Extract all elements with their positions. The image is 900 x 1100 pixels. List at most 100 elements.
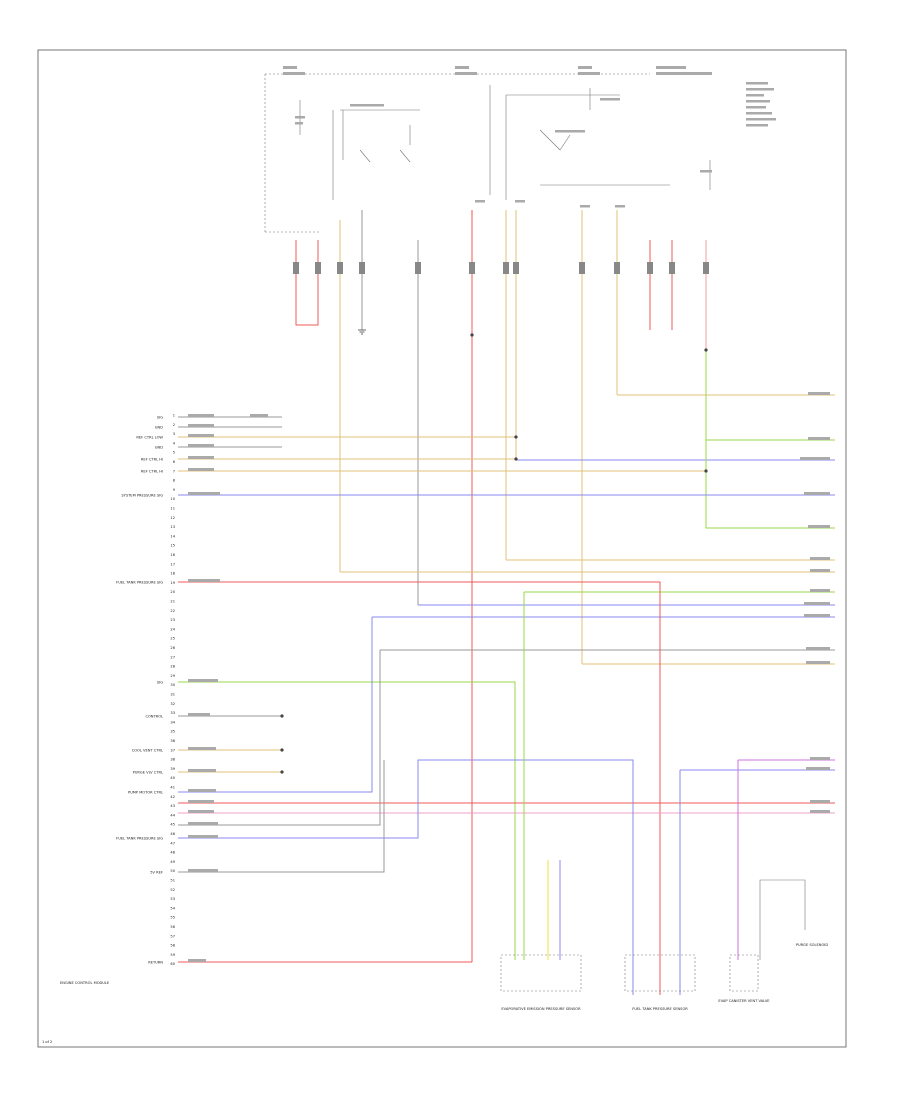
ecm-pin-number: 59 (170, 953, 175, 957)
splice-icon (280, 333, 708, 774)
ecm-pin-label: FUEL TANK PRESSURE SIG (116, 581, 163, 585)
ecm-pin-number: 7 (173, 469, 175, 473)
fuse-relay-area (299, 85, 711, 200)
ecm-pin-number: 18 (170, 572, 175, 576)
ecm-pin-label: SYSTEM PRESSURE SIG (121, 494, 163, 498)
ecm-pin-label: REF CTRL HI (141, 470, 163, 474)
right-harness-wires (340, 350, 835, 665)
ecm-pin-number: 41 (170, 786, 175, 790)
ecm-pin-number: 32 (170, 702, 175, 706)
ecm-pin-label: REF CTRL LOW (136, 436, 163, 440)
ecm-pin-number: 40 (170, 776, 175, 780)
ground-icon (358, 329, 366, 335)
ecm-pin-label: GND (155, 446, 163, 450)
ecm-note: ENGINE CONTROL MODULE (60, 981, 110, 985)
ecm-pin-number: 56 (170, 925, 175, 929)
ecm-pin-number: 14 (170, 534, 175, 538)
ecm-pin-number: 36 (170, 739, 175, 743)
ecm-pin-number: 16 (170, 553, 175, 557)
ecm-pin-label: REF CTRL HI (141, 458, 163, 462)
ecm-pin-number: 13 (170, 525, 175, 529)
ecm-pin-label: SIG (157, 681, 163, 685)
ecm-pin-number: 49 (170, 860, 175, 864)
ecm-pin-number: 34 (170, 720, 175, 724)
ecm-pin-number: 25 (170, 637, 175, 641)
ecm-pin-number: 31 (170, 693, 175, 697)
yellow-blue-wires (547, 860, 561, 960)
ecm-pin-label: CONTROL (145, 715, 163, 719)
ecm-pin-label: COOL VENT CTRL (132, 749, 163, 753)
component-label-vent-valve: EVAP CANISTER VENT VALVE (718, 999, 770, 1003)
ecm-pin-number: 38 (170, 758, 175, 762)
ecm-pin-label: SIG (157, 416, 163, 420)
ecm-pin-number: 21 (170, 600, 175, 604)
ecm-pin-label: RETURN (148, 961, 163, 965)
top-vertical-wires (295, 210, 707, 962)
ecm-pin-number: 45 (170, 823, 175, 827)
ecm-pin-number: 22 (170, 609, 175, 613)
fuse-labels (295, 98, 712, 208)
ecm-pin-number: 8 (173, 479, 176, 483)
ecm-pin-number: 37 (170, 748, 175, 752)
connector-tabs (293, 262, 709, 274)
top-power-bus (264, 73, 650, 233)
wire-color-tags (188, 414, 268, 962)
ecm-pin-number: 30 (170, 683, 175, 687)
ecm-pin-number: 20 (170, 590, 175, 594)
ecm-pin-wires (178, 416, 835, 995)
ecm-pin-number: 26 (170, 646, 175, 650)
ecm-pin-number: 24 (170, 627, 175, 631)
ecm-pin-number: 47 (170, 841, 175, 845)
component-label-tank-sensor: FUEL TANK PRESSURE SENSOR (632, 1007, 688, 1011)
top-label-blocks (283, 66, 776, 127)
ecm-pin-label: PUMP MOTOR CTRL (128, 791, 163, 795)
ecm-pin-label: FUEL TANK PRESSURE SIG (116, 837, 163, 841)
ecm-pin-number: 4 (173, 441, 176, 445)
ecm-pin-number: 53 (170, 897, 175, 901)
ecm-pin-number: 15 (170, 544, 175, 548)
ecm-pin-number: 50 (170, 869, 175, 873)
ecm-pin-label: GND (155, 426, 163, 430)
ecm-pin-number: 44 (170, 813, 175, 817)
diagram-frame (37, 49, 847, 1048)
ecm-pin-number: 57 (170, 934, 175, 938)
ecm-pin-number: 51 (170, 879, 175, 883)
ecm-pin-number: 28 (170, 665, 175, 669)
ecm-pin-number: 11 (170, 507, 175, 511)
ecm-pin-number: 6 (173, 460, 176, 464)
ecm-pin-number: 3 (173, 432, 175, 436)
page-number: 1 of 2 (42, 1040, 52, 1044)
ecm-pin-number: 54 (170, 906, 175, 910)
ecm-pin-number: 9 (173, 488, 176, 492)
ecm-pin-labels: SIG GND REF CTRL LOW GND REF CTRL HI REF CTRL… (116, 416, 163, 965)
ecm-pin-number: 1 (173, 414, 175, 418)
ecm-pin-label: PURGE VLV CTRL (133, 771, 163, 775)
right-edge-tags (800, 392, 830, 813)
ecm-pin-column: 1234567891011121314151617181920212223242… (170, 414, 175, 967)
ecm-pin-number: 5 (173, 451, 175, 455)
ecm-pin-number: 17 (170, 562, 175, 566)
ecm-pin-number: 46 (170, 832, 175, 836)
ecm-pin-number: 42 (170, 795, 175, 799)
ecm-pin-number: 10 (170, 497, 175, 501)
component-label-purge: PURGE SOLENOID (796, 943, 828, 947)
ecm-pin-number: 43 (170, 804, 175, 808)
ecm-pin-number: 39 (170, 767, 175, 771)
ecm-pin-number: 60 (170, 962, 175, 966)
component-label-evap-sensor: EVAPORATIVE EMISSION PRESSURE SENSOR (501, 1007, 581, 1011)
ecm-pin-number: 48 (170, 851, 175, 855)
ecm-pin-number: 55 (170, 916, 175, 920)
ecm-pin-number: 23 (170, 618, 175, 622)
ecm-pin-number: 58 (170, 944, 175, 948)
ecm-pin-label: 5V REF (150, 871, 163, 875)
ecm-pin-number: 35 (170, 730, 175, 734)
ecm-pin-number: 19 (170, 581, 175, 585)
ecm-pin-number: 52 (170, 888, 175, 892)
ecm-pin-number: 29 (170, 674, 175, 678)
ecm-pin-number: 12 (170, 516, 175, 520)
ecm-pin-number: 27 (170, 655, 175, 659)
ecm-pin-number: 2 (173, 423, 175, 427)
ecm-pin-number: 33 (170, 711, 175, 715)
bottom-components (500, 879, 806, 992)
